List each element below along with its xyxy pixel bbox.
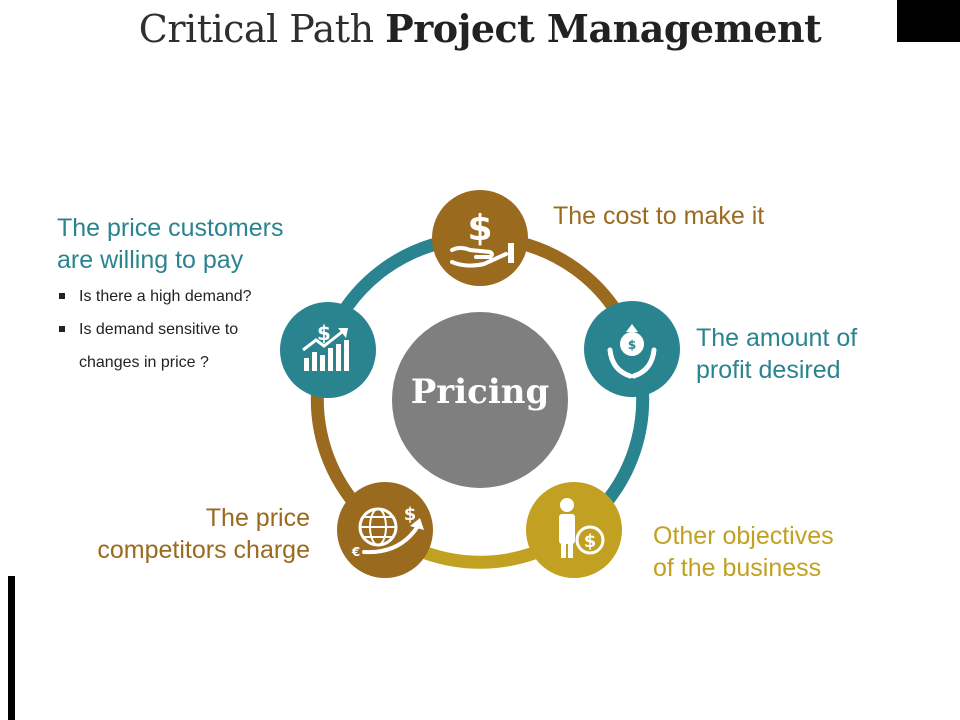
label-competitors: The price competitors charge <box>60 502 310 566</box>
label-customers: The price customers are willing to pay <box>57 212 283 276</box>
label-cost: The cost to make it <box>553 202 765 230</box>
svg-text:$: $ <box>584 531 597 552</box>
node-profit: $ <box>584 301 680 397</box>
label-profit-line2: profit desired <box>696 356 841 384</box>
bullet-item: Is there a high demand? <box>57 280 252 313</box>
label-customers-line2: are willing to pay <box>57 246 244 274</box>
corner-block <box>897 0 960 42</box>
label-objectives-line1: Other objectives <box>653 522 834 550</box>
svg-text:€: € <box>351 545 360 559</box>
dollar-hand-icon: $ <box>450 208 514 268</box>
bullet-text: Is there a high demand? <box>79 288 252 305</box>
bullet-text: Is demand sensitive to <box>79 321 239 338</box>
bullet-continuation: changes in price ? <box>57 346 252 379</box>
node-objectives: $ <box>526 482 622 578</box>
bullet-square-icon <box>59 293 65 299</box>
label-competitors-line1: The price <box>205 504 310 532</box>
bullet-square-icon <box>59 326 65 332</box>
rising-chart-dollar-icon: $ <box>302 321 349 371</box>
money-bag-hands-icon: $ <box>607 324 657 379</box>
label-competitors-line2: competitors charge <box>97 536 310 564</box>
center-circle <box>392 312 568 488</box>
label-customers-line1: The price customers <box>57 214 284 242</box>
node-cost: $ <box>432 190 528 286</box>
svg-text:$: $ <box>317 321 331 345</box>
label-profit-line1: The amount of <box>696 324 858 352</box>
customers-bullet-list: Is there a high demand? Is demand sensit… <box>57 280 252 379</box>
title-bold: Project Management <box>385 6 822 51</box>
left-edge-bar <box>8 576 15 720</box>
bullet-item: Is demand sensitive to <box>57 313 252 346</box>
center-label: Pricing <box>410 372 550 412</box>
svg-text:$: $ <box>467 208 492 249</box>
businessman-dollar-icon: $ <box>559 498 605 558</box>
bullet-text: changes in price ? <box>79 354 209 371</box>
label-objectives: Other objectives of the business <box>653 520 834 584</box>
svg-text:$: $ <box>628 338 636 352</box>
title-light: Critical Path <box>138 7 374 51</box>
label-profit: The amount of profit desired <box>696 322 857 386</box>
node-competitors: $ € <box>337 482 433 578</box>
svg-text:$: $ <box>404 504 417 525</box>
slide-title: Critical Path Project Management <box>0 6 960 51</box>
node-customers: $ <box>280 302 376 398</box>
label-objectives-line2: of the business <box>653 554 822 582</box>
globe-currency-icon: $ € <box>351 504 424 559</box>
